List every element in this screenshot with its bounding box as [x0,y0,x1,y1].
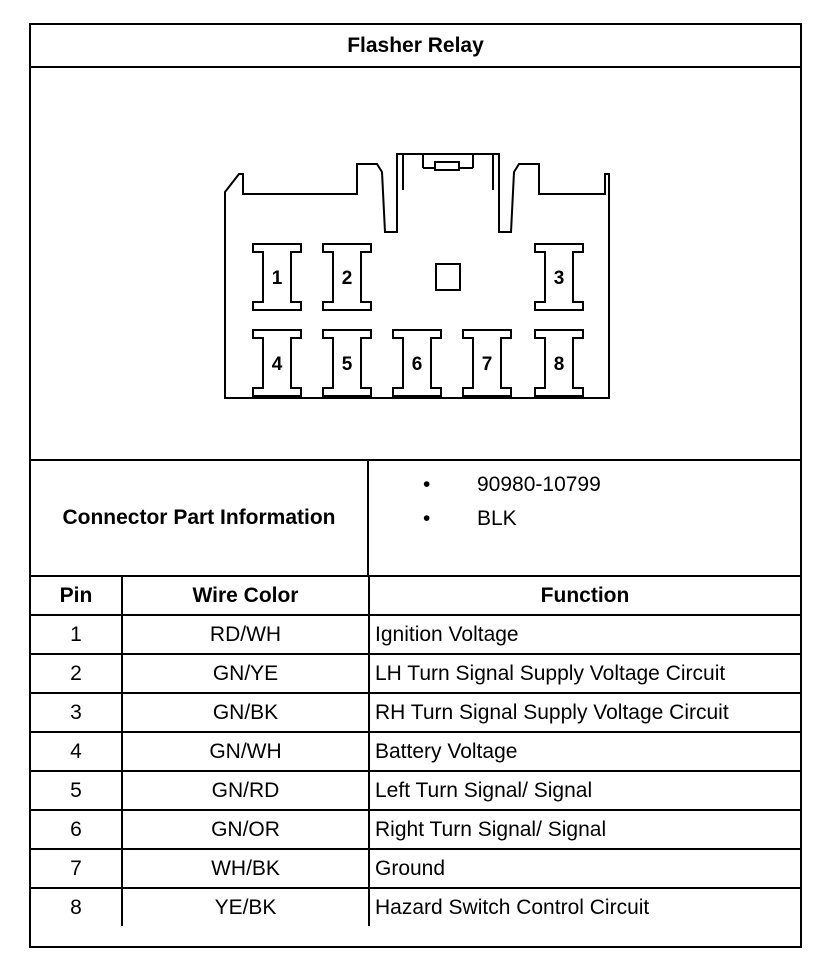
connector-diagram: 1 2 3 4 5 6 7 8 [31,68,800,461]
part-info-row: Connector Part Information • 90980-10799 … [31,461,800,577]
table-row: 8 YE/BK Hazard Switch Control Circuit [31,887,800,926]
pin-table: Pin Wire Color Function 1 RD/WH Ignition… [31,577,800,926]
pin-number: 5 [31,770,123,811]
connector-latch [402,154,494,190]
terminal-cavity: 8 [534,329,584,397]
terminal-label: 6 [412,354,423,375]
pin-number: 4 [31,731,123,772]
terminal-cavity: 7 [462,329,512,397]
table-row: 5 GN/RD Left Turn Signal/ Signal [31,770,800,811]
terminal-outline [252,243,302,311]
pin-function: Hazard Switch Control Circuit [368,887,800,926]
terminal-label: 2 [342,268,353,289]
part-info-label: Connector Part Information [31,461,369,575]
pin-function: Right Turn Signal/ Signal [368,809,800,850]
latch-tab [434,161,460,171]
connector-housing-outline [224,153,610,399]
pin-function: Battery Voltage [368,731,800,772]
pin-function: Ground [368,848,800,889]
terminal-cavity: 1 [252,243,302,311]
wire-color: GN/BK [121,692,370,733]
pin-function: Ignition Voltage [368,614,800,655]
terminal-cavity: 2 [322,243,372,311]
table-row: 2 GN/YE LH Turn Signal Supply Voltage Ci… [31,653,800,694]
terminal-cavity: 3 [534,243,584,311]
pin-number: 1 [31,614,123,655]
terminal-label: 5 [342,354,353,375]
table-row: 3 GN/BK RH Turn Signal Supply Voltage Ci… [31,692,800,733]
wire-color: GN/WH [121,731,370,772]
part-number: 90980-10799 [477,473,601,496]
table-row: 7 WH/BK Ground [31,848,800,889]
wire-color: GN/RD [121,770,370,811]
pin-number: 6 [31,809,123,850]
pin-table-header: Pin Wire Color Function [31,577,800,616]
pin-number: 8 [31,887,123,926]
header-function: Function [368,577,800,616]
terminal-cavity: 4 [252,329,302,397]
terminal-outline [534,329,584,397]
part-info-item: • 90980-10799 [423,473,601,497]
terminal-outline [534,243,584,311]
table-row: 4 GN/WH Battery Voltage [31,731,800,772]
table-row: 1 RD/WH Ignition Voltage [31,614,800,655]
bullet-icon: • [423,473,431,496]
header-pin: Pin [31,577,123,616]
connector-face-drawing: 1 2 3 4 5 6 7 8 [224,153,610,399]
header-wire-color: Wire Color [121,577,370,616]
table-row: 6 GN/OR Right Turn Signal/ Signal [31,809,800,850]
terminal-outline [462,329,512,397]
terminal-outline [322,329,372,397]
terminal-outline [322,243,372,311]
connector-color: BLK [477,507,517,530]
terminal-cavity: 5 [322,329,372,397]
wire-color: RD/WH [121,614,370,655]
polarizing-key [435,263,461,291]
terminal-label: 7 [482,354,493,375]
terminal-outline [252,329,302,397]
part-info-item: • BLK [423,507,517,531]
wire-color: GN/YE [121,653,370,694]
pin-function: Left Turn Signal/ Signal [368,770,800,811]
pin-number: 7 [31,848,123,889]
pin-function: RH Turn Signal Supply Voltage Circuit [368,692,800,733]
wire-color: YE/BK [121,887,370,926]
wire-color: WH/BK [121,848,370,889]
terminal-outline [392,329,442,397]
pin-function: LH Turn Signal Supply Voltage Circuit [368,653,800,694]
part-info-list: • 90980-10799 • BLK [369,461,800,575]
terminal-label: 3 [554,268,565,289]
pin-number: 3 [31,692,123,733]
terminal-label: 8 [554,354,565,375]
sheet-title: Flasher Relay [31,25,800,68]
terminal-cavity: 6 [392,329,442,397]
terminal-label: 1 [272,268,283,289]
pin-number: 2 [31,653,123,694]
terminal-label: 4 [272,354,283,375]
wire-color: GN/OR [121,809,370,850]
bullet-icon: • [423,507,431,530]
terminal-cavities: 1 2 3 4 5 6 7 8 [252,243,584,397]
